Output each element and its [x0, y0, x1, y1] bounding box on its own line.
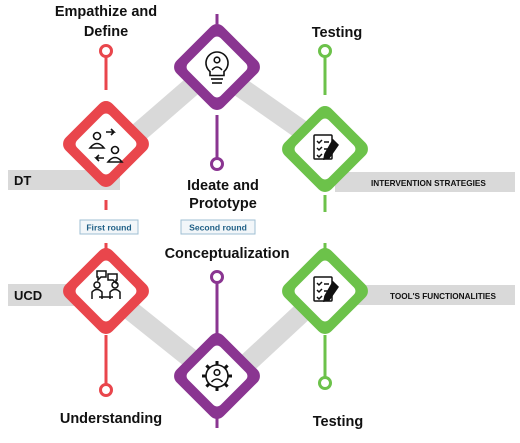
ucd-section: Understanding Conceptualization [8, 243, 515, 430]
second-round-tag [180, 219, 256, 235]
empathize-label-line1: Empathize and [55, 4, 157, 20]
dt-testing-node [282, 44, 368, 212]
lightbulb-person-icon [205, 51, 229, 84]
ucd-connector-2 [233, 297, 317, 378]
exchange-people-icon [88, 128, 124, 163]
conversation-people-icon [91, 270, 121, 299]
empathize-label-line2: Define [84, 24, 128, 40]
ucd-band-label: UCD [14, 288, 42, 303]
ucd-testing-node [282, 243, 368, 390]
dt-section: Empathize and Define Ideate and Prototyp… [8, 4, 515, 212]
empathize-define-node [63, 44, 149, 210]
round-tags: First round Second round [79, 219, 256, 235]
ucd-right-band [345, 285, 515, 305]
conceptualization-node [174, 270, 260, 428]
ideate-prototype-node [174, 14, 260, 171]
ucd-connector-1 [123, 302, 207, 374]
second-round-label: Second round [189, 223, 247, 233]
ideate-label-line2: Prototype [189, 196, 257, 212]
understanding-label: Understanding [60, 411, 162, 427]
ucd-right-label: TOOL'S FUNCTIONALITIES [390, 292, 496, 301]
dt-testing-label: Testing [312, 25, 362, 41]
gear-person-icon [202, 361, 232, 391]
dt-right-label: INTERVENTION STRATEGIES [371, 179, 486, 188]
checklist-pen-icon [313, 134, 339, 160]
first-round-label: First round [86, 223, 131, 233]
understanding-node [63, 243, 149, 397]
ideate-label-line1: Ideate and [187, 178, 259, 194]
dt-band-label: DT [14, 173, 31, 188]
dt-right-band [335, 172, 515, 192]
checklist-pen-icon [313, 276, 339, 302]
ucd-testing-label: Testing [313, 414, 363, 430]
conceptualization-label: Conceptualization [165, 246, 290, 262]
first-round-tag [79, 219, 139, 235]
